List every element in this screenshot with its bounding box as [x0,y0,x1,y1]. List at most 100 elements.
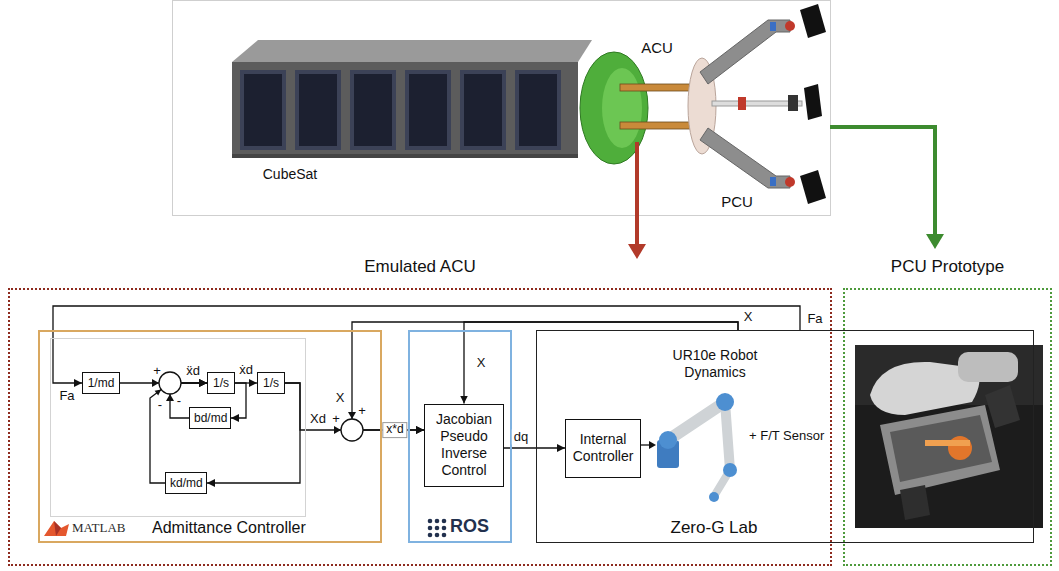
pcu-arm [700,128,790,188]
signal-connector [150,383,207,483]
signal-label: dq [512,430,530,445]
signal-line [641,444,650,445]
robot-link [725,402,730,470]
panel-title: UR10e Robot Dynamics [665,347,765,381]
sign-label: - [177,394,181,409]
solar-panel [240,70,286,150]
lab-name: Zero-G Lab [649,518,779,538]
ros-panel: Jacobian Pseudo Inverse ControlROS [408,330,512,543]
robot-panel: Internal Controller UR10e Robot Dynamics +… [536,330,1034,543]
pointer-arrow [830,127,935,235]
sign-label: + [358,404,366,419]
integrator-block: 1/s [207,372,235,394]
signal-label: X [475,356,488,371]
arrow-head [155,390,162,396]
gripper-pad [800,170,826,204]
arrow-head [649,441,656,449]
pointer-arrow-head [628,244,646,259]
ros-logo-dot [435,533,440,538]
acu-face [602,68,642,148]
robot-joint [659,431,677,449]
photo-gripper-part [948,436,972,460]
arrow-head [166,394,174,401]
signal-label: X [334,391,347,406]
prototype-photo [855,345,1043,528]
solar-panel [464,74,502,146]
ros-logo-dot [428,519,433,524]
integrator-block: 1/s [257,372,285,394]
solar-panel [409,74,447,146]
pcu-part [788,95,798,111]
signal-connector [53,306,800,383]
solar-panel [244,74,282,146]
solar-panel [350,70,396,150]
photo-gripper-pad [985,385,1020,428]
photo-gripper-part [925,440,970,446]
gain-block: bd/md [189,407,231,429]
gripper-pad [804,84,822,120]
ros-logo-dot [428,533,433,538]
signal-label: ẍd [184,364,202,379]
robot-tool [709,492,719,502]
ros-logo-dot [442,519,447,524]
photo-gripper-pad [900,485,930,520]
signal-connector [504,447,565,448]
sum-junction [159,372,181,394]
block-text: 1/s [263,376,279,390]
pointer-arrow [635,142,639,245]
sensor-label: + F/T Sensor [749,428,824,444]
robot-joint [723,463,737,477]
software-logo-text: MATLAB [72,520,125,536]
block-text: Internal Controller [570,431,636,465]
signal-label: ẋd [237,363,255,378]
controller-panel: 1/md1/s1/sbd/mdkd/mdMATLABAdmittance Con… [38,330,382,543]
cubesat-top [232,40,592,62]
matlab-logo [54,521,61,536]
cubesat-edge [232,154,578,158]
signal-connector [207,383,300,483]
gripper-pad [800,4,826,38]
photo-gripper-plate [890,415,992,482]
acu-rod [620,84,696,91]
illustration-panel [173,1,831,216]
photo-robot-arm [958,352,1018,382]
pcu-part [770,177,776,186]
region-heading: PCU Prototype [845,257,1050,277]
signal-name: X [744,310,753,325]
block-text: 1/s [213,376,229,390]
panel-caption: ROS [450,516,489,538]
sign-label: + [153,364,161,379]
cubesat-body [232,62,578,158]
arrow-head [152,379,159,387]
ros-logo-dot [442,526,447,531]
pointer-arrow-head [926,234,944,249]
signal-label: x*d [382,422,407,438]
screenshot-frame [51,339,306,517]
block-text: Jacobian Pseudo Inverse Control [429,411,499,478]
ros-logo-dot [428,526,433,531]
acu-rod [620,122,696,129]
panel-caption: Admittance Controller [152,518,306,537]
pcu-part [770,22,776,31]
ros-logo-dot [435,519,440,524]
process-box: Jacobian Pseudo Inverse Control [424,404,504,487]
ros-logo-dot [442,533,447,538]
part-name: CubeSat [263,166,317,182]
solar-panel [460,70,506,150]
arrow-head [334,426,341,434]
block-text: 1/md [88,376,115,390]
part-name: PCU [721,193,753,210]
sign-label: - [158,398,162,413]
sign-label: + [332,412,340,427]
photo-gripper-plate [880,405,1000,495]
solar-panel [515,70,561,150]
arrow-head [348,412,356,419]
solar-panel [295,70,341,150]
ros-logo-dot [435,526,440,531]
part-name: ACU [641,39,673,56]
solar-panel [519,74,557,146]
solar-panel [354,74,392,146]
solar-panel [405,70,451,150]
gain-block: 1/md [82,372,120,394]
